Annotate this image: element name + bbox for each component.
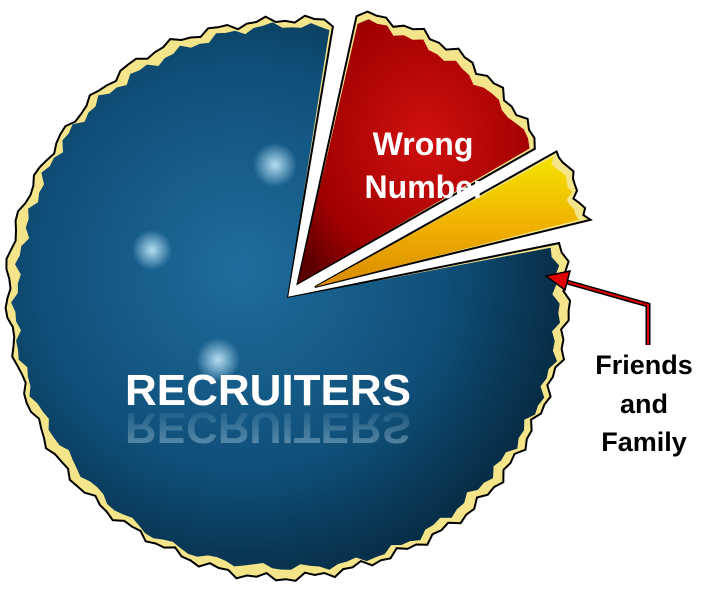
slice-wrong-number [297,19,530,284]
label-recruiters: RECRUITERS [125,366,411,415]
label-recruiters-reflection: RECRUITERS [125,403,411,452]
callout-text-line-2: and [620,389,668,419]
callout-arrowhead [544,270,572,292]
highlight-glows [132,143,297,382]
label-wrong-number-line-1: Wrong [373,126,474,162]
label-wrong-number-line-2: Number [365,169,486,205]
callout-text-line-1: Friends [595,350,693,380]
slice-friends-family [314,156,579,288]
callout-arrow-shadow [559,277,651,345]
callout-arrow [559,279,649,345]
slice-recruiters [11,22,561,570]
callout-text-line-3: Family [601,427,687,457]
